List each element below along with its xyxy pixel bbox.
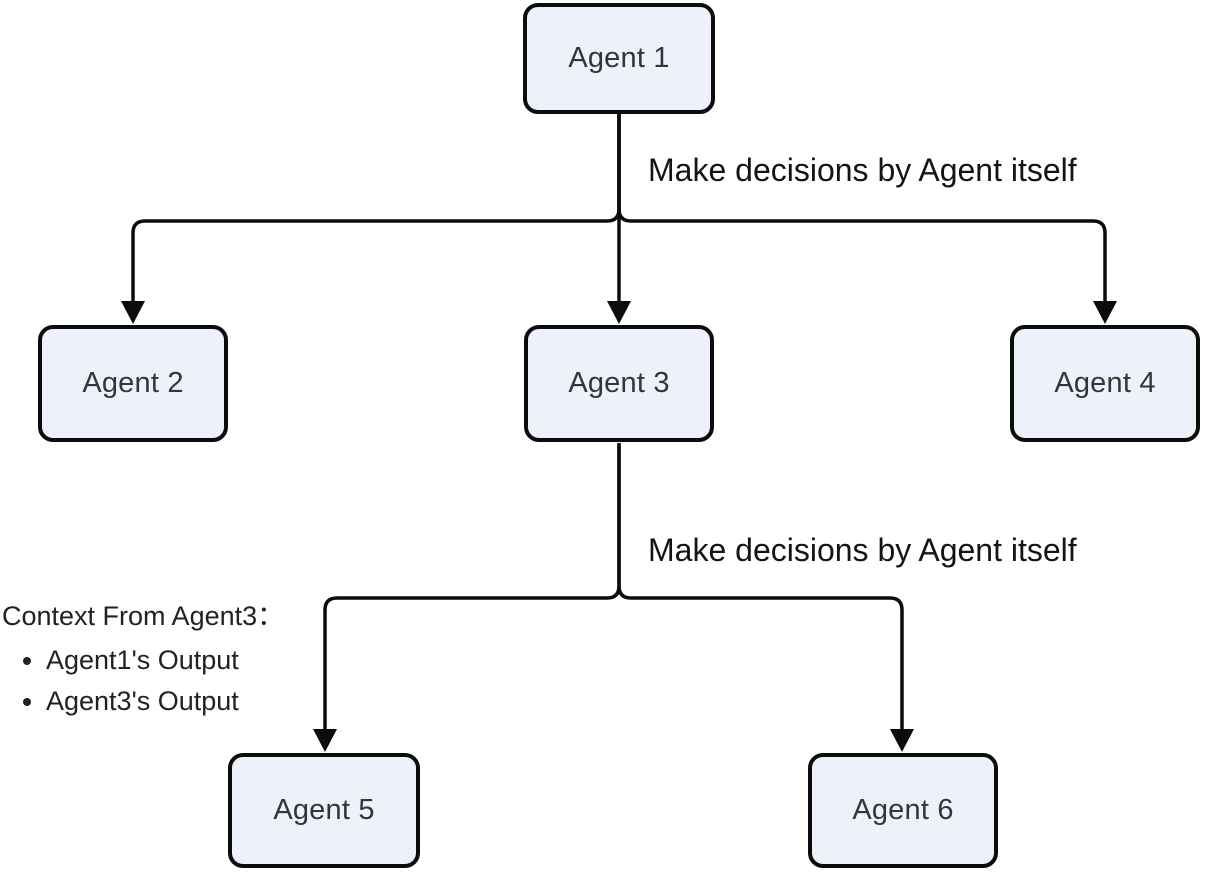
node-agent-1: Agent 1: [523, 3, 715, 114]
edge-label-make-decisions-bottom: Make decisions by Agent itself: [648, 532, 1077, 568]
arrowhead-agent4: [1093, 301, 1117, 324]
node-agent-5: Agent 5: [228, 753, 420, 868]
edge-agent3-agent5: [323, 443, 621, 730]
node-agent-6-label: Agent 6: [852, 794, 954, 826]
arrowhead-agent5: [313, 729, 337, 752]
node-agent-3: Agent 3: [524, 325, 714, 442]
context-note-list: Agent1's Output Agent3's Output: [2, 640, 284, 722]
node-agent-1-label: Agent 1: [568, 42, 670, 74]
context-note-item: Agent3's Output: [46, 681, 284, 722]
arrowhead-agent3: [607, 301, 631, 324]
edge-agent3-agent6: [617, 443, 904, 730]
context-note-title: Context From Agent3：: [2, 601, 285, 631]
node-agent-6: Agent 6: [808, 753, 998, 868]
node-agent-2: Agent 2: [38, 325, 228, 442]
edge-agent1-agent2: [131, 114, 621, 302]
node-agent-5-label: Agent 5: [273, 794, 375, 826]
context-note: Context From Agent3： Agent1's Output Age…: [2, 596, 284, 722]
arrowhead-agent2: [121, 301, 145, 324]
node-agent-4: Agent 4: [1010, 325, 1200, 442]
node-agent-3-label: Agent 3: [568, 367, 670, 399]
arrowhead-agent6: [890, 729, 914, 752]
node-agent-4-label: Agent 4: [1054, 367, 1156, 399]
node-agent-2-label: Agent 2: [82, 367, 184, 399]
edge-label-make-decisions-top: Make decisions by Agent itself: [648, 152, 1077, 188]
context-note-item: Agent1's Output: [46, 640, 284, 681]
edge-agent1-agent4: [617, 114, 1107, 302]
